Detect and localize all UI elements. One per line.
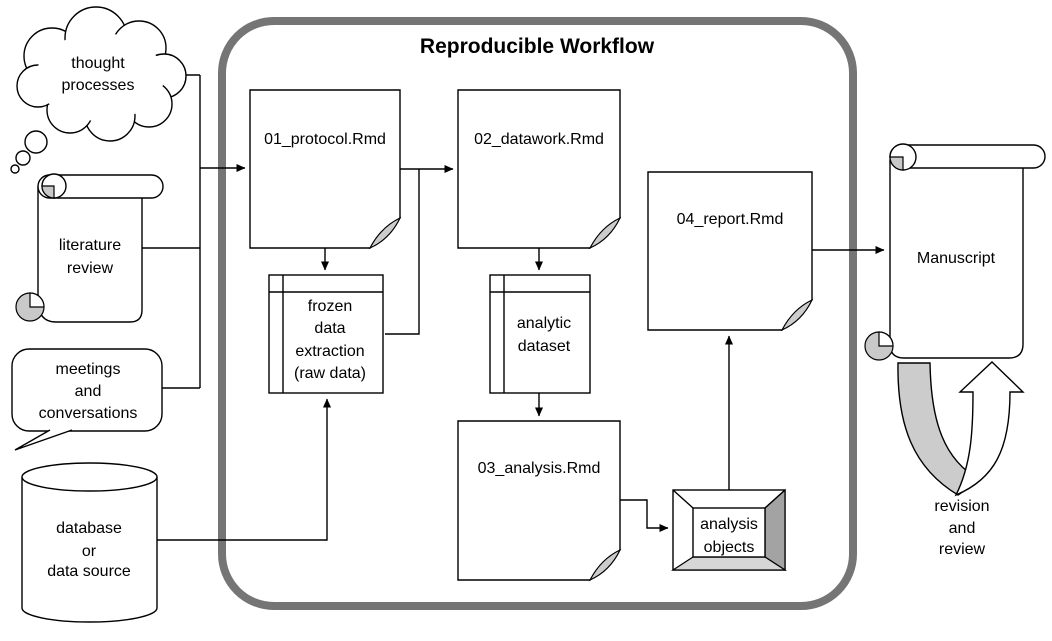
- protocol-document: 01_protocol.Rmd: [249, 89, 402, 250]
- meetings-label-3: conversations: [39, 405, 138, 422]
- frozen-label-2: data: [314, 320, 345, 337]
- frozen-label-3: extraction: [295, 343, 364, 360]
- frozen-data-box: frozen data extraction (raw data): [268, 274, 384, 394]
- analysis-label: 03_analysis.Rmd: [478, 460, 601, 477]
- meetings-label-2: and: [75, 383, 102, 400]
- arrow-analysis-to-objects: [620, 499, 669, 532]
- speech-bubble-tail: [14, 429, 73, 451]
- protocol-label: 01_protocol.Rmd: [264, 131, 386, 148]
- database-label-2: or: [82, 543, 97, 560]
- meetings-speech-bubble: meetings and conversations: [11, 348, 163, 451]
- revision-arrow-up: [954, 361, 1025, 497]
- literature-label-2: review: [67, 260, 114, 277]
- connector-frozen-to-datawork: [385, 169, 420, 335]
- database-label-1: database: [56, 520, 122, 537]
- analytic-label-2: dataset: [518, 338, 571, 355]
- datawork-document: 02_datawork.Rmd: [457, 89, 622, 250]
- frozen-label-1: frozen: [308, 298, 352, 315]
- report-document: 04_report.Rmd: [647, 171, 814, 332]
- manuscript-scroll: Manuscript: [864, 143, 1046, 361]
- frame-bevel-bottom: [670, 556, 788, 571]
- database-label-3: data source: [47, 563, 131, 580]
- analysis-document: 03_analysis.Rmd: [457, 420, 622, 582]
- workflow-border: [218, 17, 857, 610]
- frozen-label-4: (raw data): [294, 365, 366, 382]
- objects-label-2: objects: [704, 539, 755, 556]
- literature-review-scroll: literature review: [15, 173, 164, 323]
- datawork-fold-corner: [588, 216, 622, 250]
- workflow-title: Reproducible Workflow: [420, 35, 655, 58]
- manuscript-curl-top: [889, 156, 904, 171]
- literature-label-1: literature: [59, 237, 121, 254]
- reproducible-workflow-box: Reproducible Workflow: [218, 17, 857, 610]
- meetings-label-1: meetings: [56, 361, 121, 378]
- thought-bubble-2: [15, 150, 31, 166]
- thought-bubble-3: [10, 164, 20, 174]
- report-fold-corner: [780, 298, 814, 332]
- revision-label-2: and: [949, 520, 976, 537]
- arrow-database-to-frozen: [157, 398, 331, 541]
- report-label: 04_report.Rmd: [677, 211, 784, 228]
- analytic-label-1: analytic: [517, 315, 571, 332]
- manuscript-label: Manuscript: [917, 250, 996, 267]
- scroll-curl-top: [41, 185, 55, 199]
- thought-label-1: thought: [71, 55, 125, 72]
- revision-review-loop: revision and review: [897, 361, 1025, 558]
- datawork-label: 02_datawork.Rmd: [474, 131, 604, 148]
- analysis-fold-corner: [588, 548, 622, 582]
- protocol-fold-corner: [368, 216, 402, 250]
- database-cylinder: database or data source: [21, 462, 158, 623]
- objects-label-1: analysis: [700, 516, 758, 533]
- connectors: [142, 74, 885, 541]
- thought-bubble-1: [24, 130, 48, 154]
- analysis-objects-frame: analysis objects: [670, 488, 788, 572]
- revision-label-3: review: [939, 541, 986, 558]
- revision-label-1: revision: [934, 498, 989, 515]
- analytic-dataset-box: analytic dataset: [489, 274, 591, 394]
- thought-label-2: processes: [62, 77, 135, 94]
- thought-processes-cloud: thought processes: [10, 6, 187, 174]
